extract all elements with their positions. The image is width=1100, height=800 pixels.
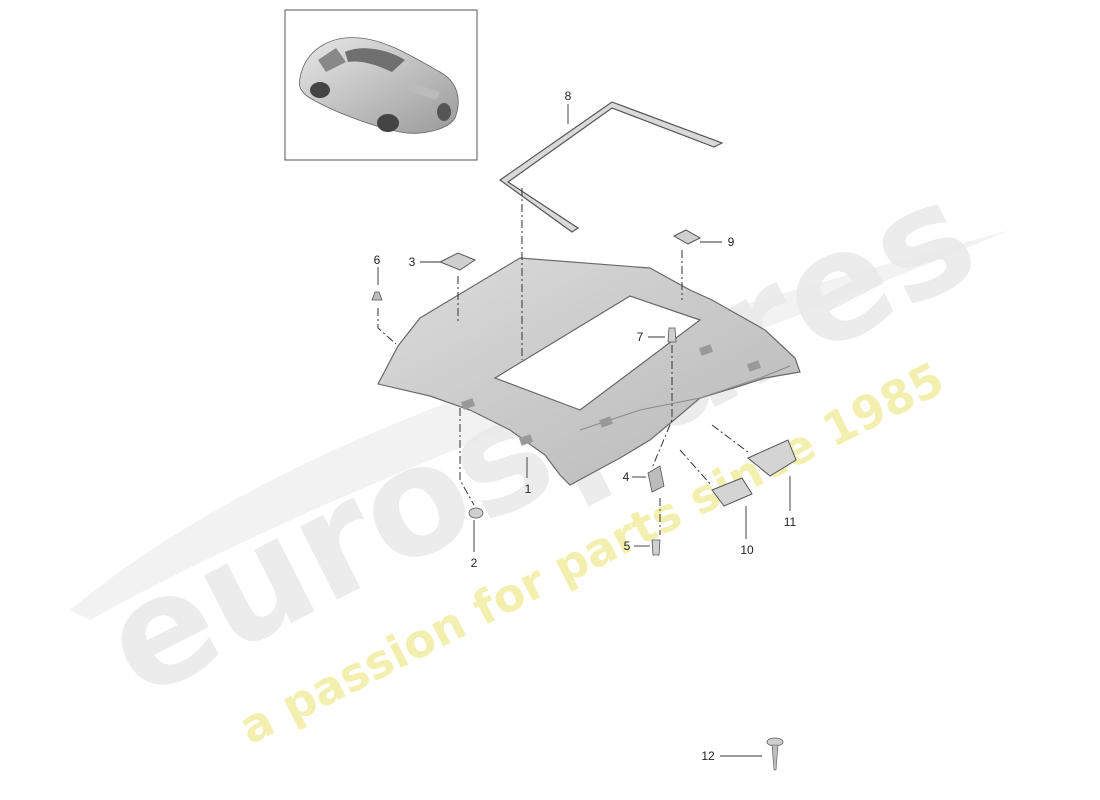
part-5-screw [651, 539, 661, 556]
part-9-clip [672, 229, 702, 245]
part-11-cover [747, 439, 797, 477]
assembly-lines [377, 188, 749, 535]
callout-12: 12 [701, 749, 715, 763]
part-7-stud [667, 327, 677, 343]
part-2-nut [468, 507, 484, 519]
callout-5: 5 [624, 539, 631, 553]
part-4-bracket [647, 465, 665, 493]
callout-2: 2 [471, 556, 478, 570]
callout-3: 3 [409, 255, 416, 269]
callout-9: 9 [728, 235, 735, 249]
car-icon [298, 37, 459, 134]
callout-8: 8 [565, 89, 572, 103]
callouts: 8 3 9 6 7 1 2 4 5 10 11 12 [374, 89, 797, 763]
part-8-seal [498, 101, 724, 233]
part-6-pin [371, 291, 383, 301]
part-3-pad [438, 252, 477, 271]
vehicle-thumbnail [284, 9, 478, 161]
callout-11: 11 [784, 515, 797, 529]
part-10-cover [711, 477, 753, 507]
part-1-headliner [377, 257, 801, 486]
callout-6: 6 [374, 253, 381, 267]
callout-4: 4 [623, 470, 630, 484]
sunroof-opening [493, 295, 702, 411]
callout-1: 1 [525, 482, 532, 496]
part-12-screw [766, 737, 784, 771]
leader-lines [377, 104, 791, 757]
callout-7: 7 [637, 330, 644, 344]
callout-10: 10 [740, 543, 754, 557]
